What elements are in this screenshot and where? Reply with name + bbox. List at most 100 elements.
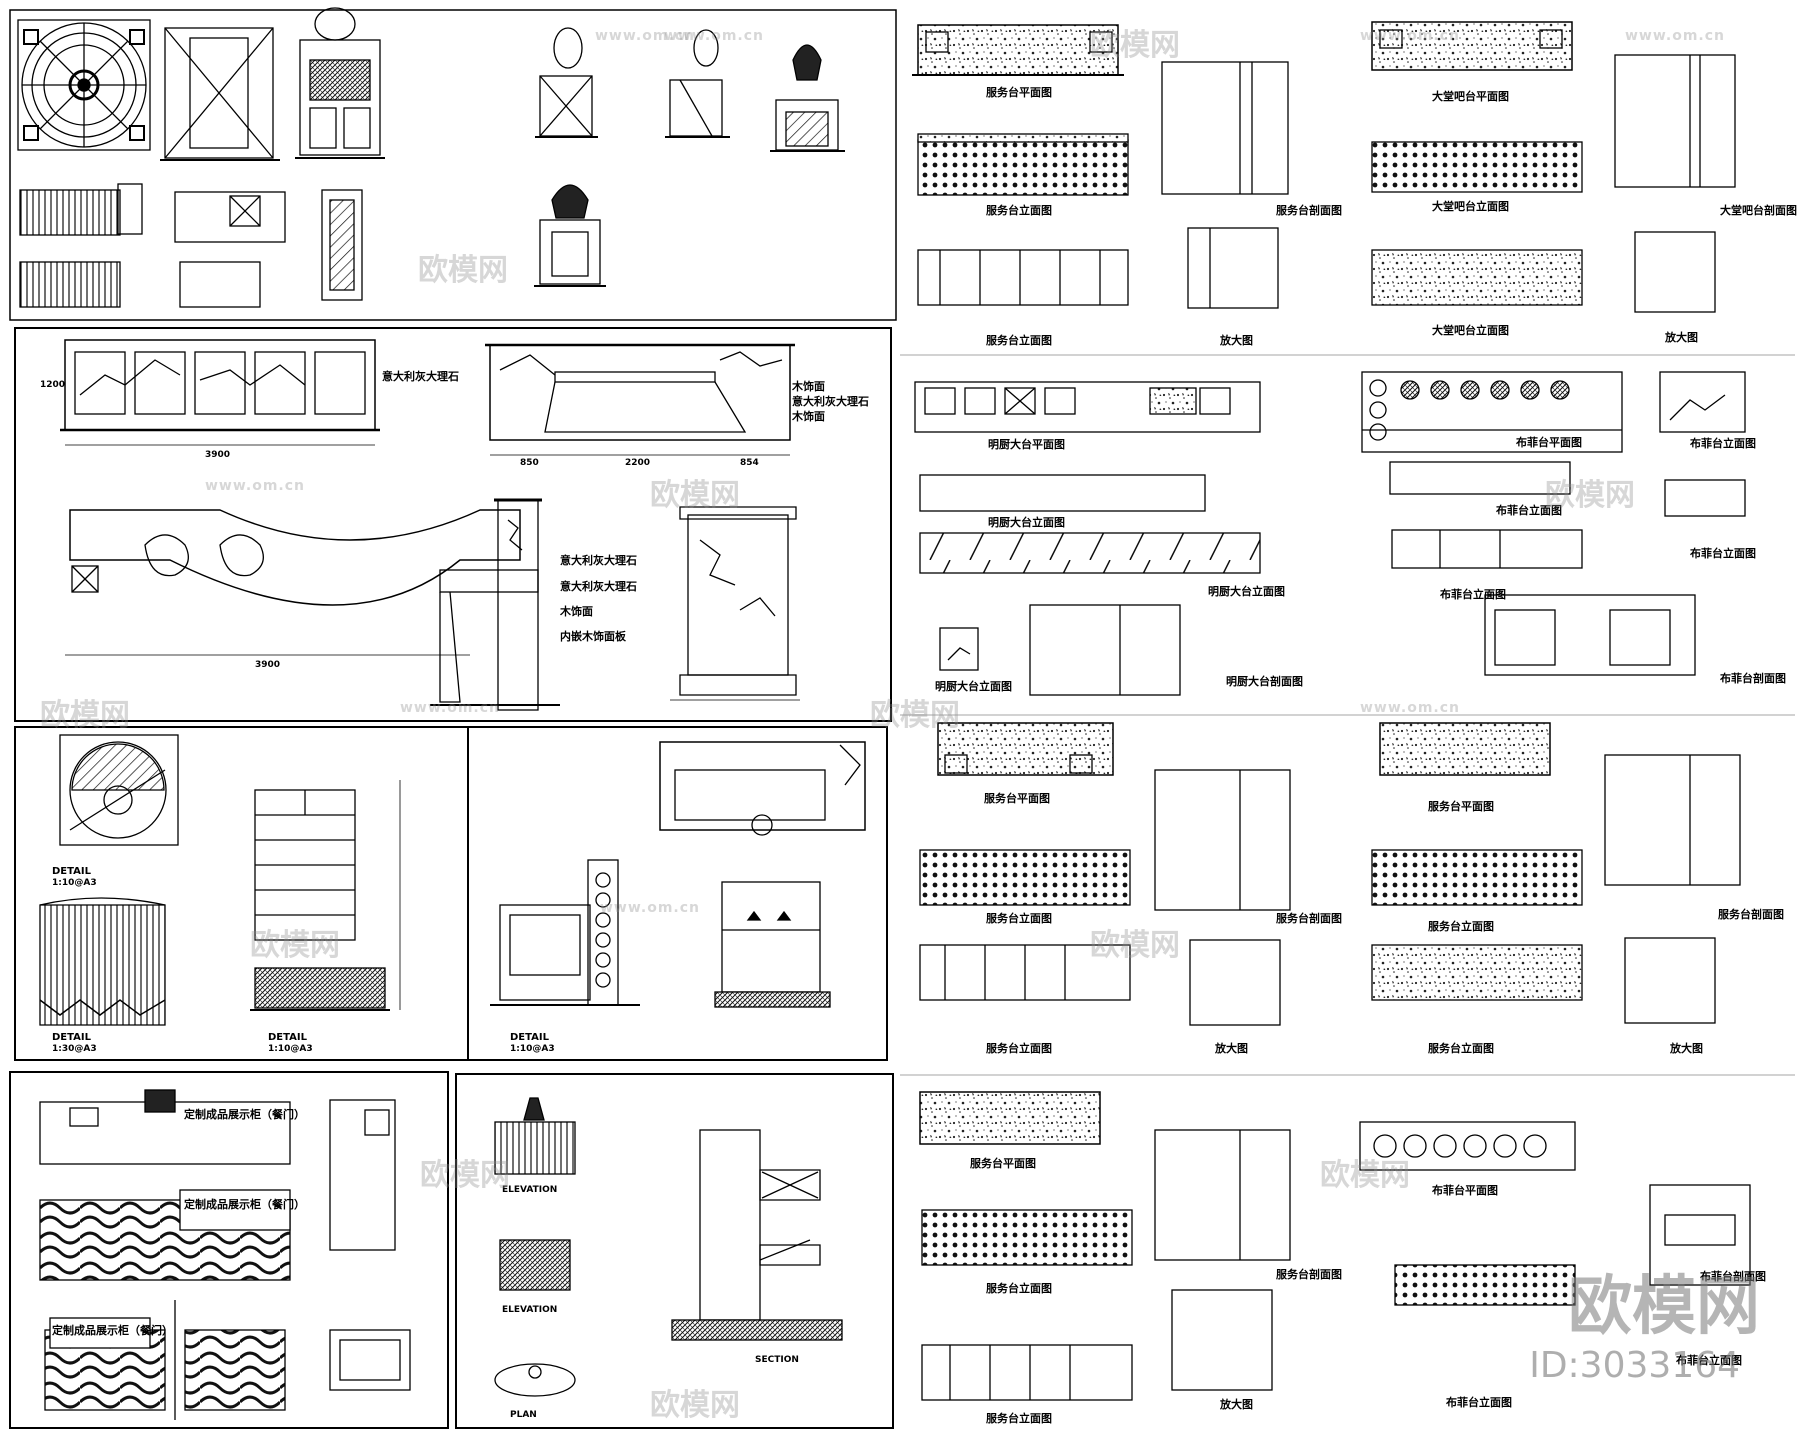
detail-title-4: DETAIL xyxy=(510,1032,550,1043)
service-elev-r3b xyxy=(1371,849,1583,1001)
watermark-brand: 欧模网 xyxy=(1320,1158,1410,1193)
title-service-section-2: 服务台剖面图 xyxy=(1276,912,1342,925)
cabinet-title-1: 定制成品展示柜（餐门） xyxy=(184,1108,305,1121)
title-buffet-elev-3: 布菲台立面图 xyxy=(1690,437,1756,450)
dim-width-front: 3900 xyxy=(205,450,231,460)
service-plan-r3a xyxy=(937,722,1114,776)
buffet-elevs xyxy=(1389,461,1696,676)
buffet-sections xyxy=(1659,371,1746,517)
title-service-elev-8: 服务台立面图 xyxy=(986,1412,1052,1425)
furniture-fluted-drum xyxy=(494,1097,576,1397)
title-enlarge-5: 放大图 xyxy=(1220,1398,1253,1411)
dim-width-plan: 3900 xyxy=(255,660,281,670)
detail-title-3: DETAIL xyxy=(268,1032,308,1043)
title-service-plan-2: 服务台平面图 xyxy=(984,792,1050,805)
buffet-section-r4 xyxy=(1649,1184,1751,1286)
small-counter-elevations xyxy=(19,183,363,308)
service-elev-r1a xyxy=(917,133,1129,306)
service-elev-r3a xyxy=(919,849,1131,1001)
title-lobby-elev-1: 大堂吧台立面图 xyxy=(1432,200,1509,213)
kitchen-plan xyxy=(914,381,1261,433)
watermark-url: www.om.cn xyxy=(595,28,696,44)
watermark-url: www.om.cn xyxy=(205,478,306,494)
furniture-elev-2: ELEVATION xyxy=(502,1305,558,1315)
watermark-brand: 欧模网 xyxy=(40,698,130,733)
title-service-elev-3: 服务台立面图 xyxy=(986,912,1052,925)
detail-scale-3: 1:10@A3 xyxy=(268,1044,313,1054)
watermark-brand: 欧模网 xyxy=(420,1158,510,1193)
buffet-plan xyxy=(1361,371,1623,453)
watermark-brand: 欧模网 xyxy=(870,698,960,733)
watermark-brand: 欧模网 xyxy=(650,478,740,513)
title-lobby-section: 大堂吧台剖面图 xyxy=(1720,204,1797,217)
detail-title-2: DETAIL xyxy=(52,1032,92,1043)
title-buffet-elev-2: 布菲台立面图 xyxy=(1440,588,1506,601)
title-buffet-plan: 布菲台平面图 xyxy=(1516,436,1582,449)
detail-scale-2: 1:30@A3 xyxy=(52,1044,97,1054)
reception-section xyxy=(430,498,560,711)
title-buffet-elev-1: 布菲台立面图 xyxy=(1496,504,1562,517)
title-kitchen-elev-1: 明厨大台立面图 xyxy=(988,516,1065,529)
watermark-url: www.om.cn xyxy=(664,28,765,44)
detail-scale-1: 1:10@A3 xyxy=(52,878,97,888)
title-buffet-section-1: 布菲台剖面图 xyxy=(1720,672,1786,685)
buffet-plan-r4 xyxy=(1359,1121,1576,1171)
service-plan-r3b xyxy=(1379,722,1551,776)
detail-stone-panel xyxy=(254,780,401,1010)
watermark-url: www.om.cn xyxy=(600,900,701,916)
watermark-url: www.om.cn xyxy=(1360,28,1461,44)
title-service-elev-4: 服务台立面图 xyxy=(986,1042,1052,1055)
title-service-elev-7: 服务台立面图 xyxy=(986,1282,1052,1295)
title-lobby-elev-2: 大堂吧台立面图 xyxy=(1432,324,1509,337)
dim-height: 1200 xyxy=(40,380,66,390)
lobby-plan xyxy=(1371,21,1573,71)
title-kitchen-elev-3: 明厨大台立面图 xyxy=(935,680,1012,693)
watermark-url: www.om.cn xyxy=(400,700,501,716)
detail-title-1: DETAIL xyxy=(52,866,92,877)
title-service-section-4: 服务台剖面图 xyxy=(1276,1268,1342,1281)
title-lobby-plan: 大堂吧台平面图 xyxy=(1432,90,1509,103)
buffet-elev-r4 xyxy=(1394,1264,1576,1306)
callout-marble-1: 意大利灰大理石 xyxy=(382,370,459,383)
title-buffet-elev-4: 布菲台立面图 xyxy=(1690,547,1756,560)
title-buffet-elev-6: 布菲台立面图 xyxy=(1676,1354,1742,1367)
callout-marble-2: 意大利灰大理石 xyxy=(792,395,869,408)
title-buffet-plan-2: 布菲台平面图 xyxy=(1432,1184,1498,1197)
display-cabinet-elev-1 xyxy=(39,1189,291,1281)
title-service-elev-1: 服务台立面图 xyxy=(986,204,1052,217)
callout-marble-3: 意大利灰大理石 xyxy=(560,554,637,567)
service-plan-r1a xyxy=(912,24,1124,76)
watermark-brand: 欧模网 xyxy=(1090,928,1180,963)
watermark-brand: 欧模网 xyxy=(250,928,340,963)
furniture-elev-1: ELEVATION xyxy=(502,1185,558,1195)
callout-wood-2: 木饰面 xyxy=(792,410,825,423)
title-enlarge-4: 放大图 xyxy=(1670,1042,1703,1055)
title-service-section-3: 服务台剖面图 xyxy=(1718,908,1784,921)
cabinet-elevation-b xyxy=(295,39,385,159)
detail-base-hatch xyxy=(250,967,390,1011)
kitchen-elev xyxy=(919,474,1261,574)
title-enlarge-2: 放大图 xyxy=(1665,331,1698,344)
callout-wood-3: 木饰面 xyxy=(560,605,593,618)
title-service-plan-1: 服务台平面图 xyxy=(986,86,1052,99)
service-elev-r4 xyxy=(921,1209,1133,1401)
title-enlarge-1: 放大图 xyxy=(1220,334,1253,347)
detail-scale-4: 1:10@A3 xyxy=(510,1044,555,1054)
watermark-url: www.om.cn xyxy=(1360,700,1461,716)
kitchen-section xyxy=(939,604,1181,696)
dim-middle: 2200 xyxy=(625,458,651,468)
detail-fluted-cabinet xyxy=(39,897,166,1026)
reception-elevation-front xyxy=(60,339,380,446)
display-cabinet-side xyxy=(329,1099,411,1391)
furniture-section: SECTION xyxy=(755,1355,799,1365)
display-cabinet-plan xyxy=(39,1089,291,1165)
service-section-r3b xyxy=(1604,754,1741,1024)
title-buffet-elev-5: 布菲台立面图 xyxy=(1446,1396,1512,1409)
title-buffet-section-2: 布菲台剖面图 xyxy=(1700,1270,1766,1283)
reception-curved-plan xyxy=(65,509,521,656)
vase-pedestal-elevations xyxy=(534,27,845,287)
title-kitchen-section: 明厨大台剖面图 xyxy=(1226,675,1303,688)
cabinet-title-2: 定制成品展示柜（餐门） xyxy=(184,1198,305,1211)
